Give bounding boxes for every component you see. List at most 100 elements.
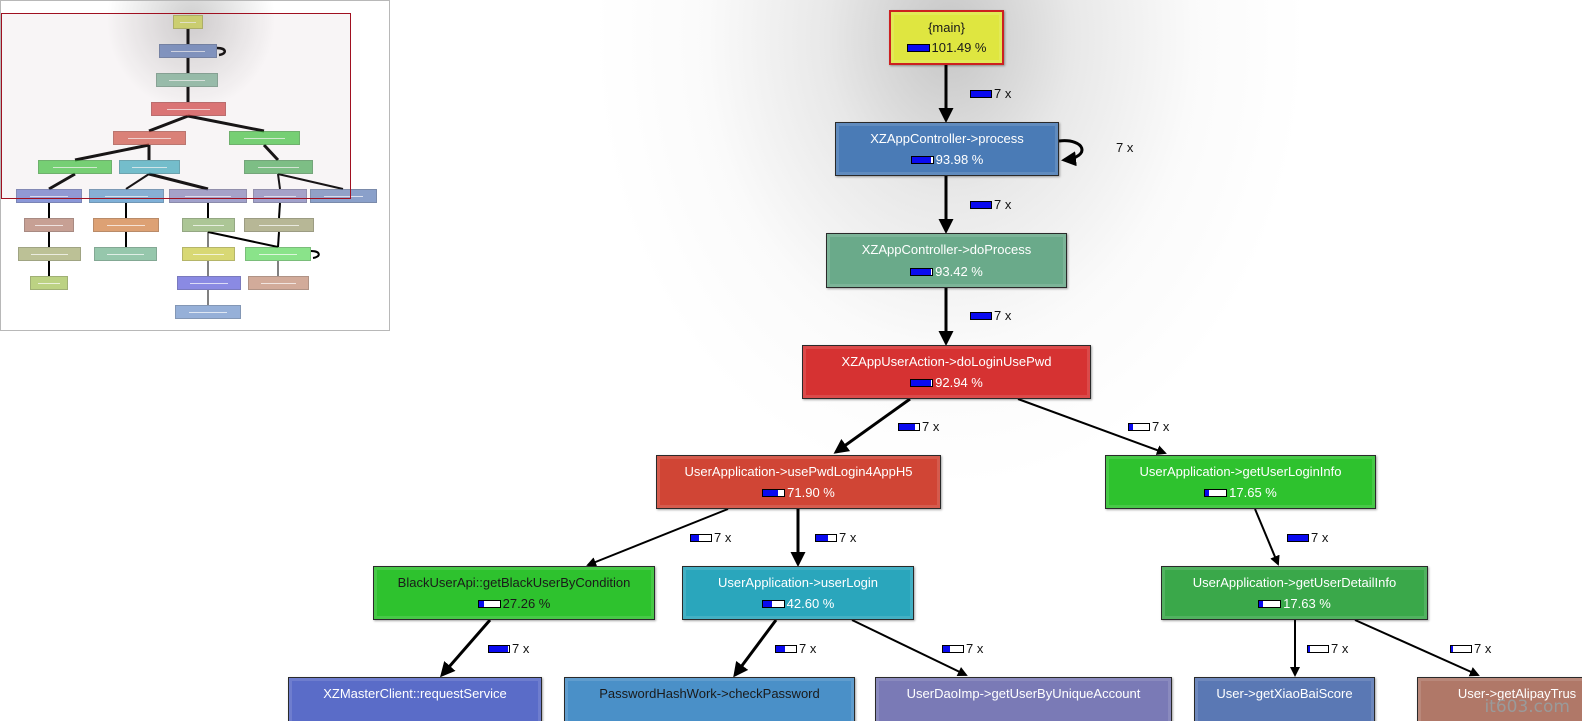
minimap-edge [148,114,189,133]
time-bar-fill [478,600,485,607]
edge-call-count[interactable]: 7 x [775,640,816,656]
edge-call-count[interactable]: 7 x [970,307,1011,323]
node-label: XZMasterClient::requestService [323,686,507,701]
node-label: XZAppController->doProcess [861,242,1032,257]
call-edge-check-password[interactable] [733,619,778,678]
time-bar-fill [911,156,932,163]
self-call-edge[interactable] [1058,139,1084,167]
minimap-node [159,44,217,58]
node-percent: 17.63 % [1283,596,1331,611]
minimap-node [248,276,309,290]
edge-count-text: 7 x [512,641,530,657]
call-edge-use-pwd-login4-app-h5[interactable] [833,397,911,454]
edge-time-bar [488,644,510,653]
edge-count-text: 7 x [922,419,940,435]
edge-time-bar [1128,422,1150,431]
edge-call-count[interactable]: 7 x [1287,529,1328,545]
edge-time-bar-fill [971,312,991,319]
call-edge-request-service[interactable] [440,619,492,678]
edge-call-count[interactable]: 7 x [1307,640,1348,656]
node-label: UserApplication->userLogin [717,575,879,590]
edge-count-text: 7 x [839,530,857,546]
time-bar-fill [1259,600,1263,607]
call-edge-get-alipay-trust[interactable] [1354,619,1480,677]
edge-call-count[interactable]: 7 x [815,529,856,545]
graph-node-request-service[interactable]: XZMasterClient::requestService [288,677,542,721]
edge-call-count[interactable]: 7 x [970,85,1011,101]
edge-call-count[interactable]: 7 x [488,640,529,656]
edge-call-count[interactable]: 7 x [1450,640,1491,656]
edge-count-text: 7 x [966,641,984,657]
edge-count-text: 7 x [994,308,1012,324]
time-bar [1204,488,1228,497]
minimap-node [169,189,247,203]
minimap-edge [148,172,209,191]
minimap-edge [277,173,344,190]
graph-node-user-login[interactable]: UserApplication->userLogin 42.60 % [682,566,914,620]
time-bar [910,378,934,387]
graph-node-main[interactable]: {main}101.49 % [889,10,1004,65]
edge-call-count[interactable]: 7 x [898,418,939,434]
minimap-edge [125,173,150,190]
minimap-edges [48,29,344,305]
edge-count-text: 7 x [1474,641,1492,657]
edge-count-text: 7 x [994,197,1012,213]
minimap-node [38,160,112,174]
time-bar-fill [762,600,772,607]
time-bar [910,155,934,164]
minimap-node [151,102,226,116]
minimap-node [244,218,314,232]
edge-count-text: 7 x [799,641,817,657]
edge-call-count[interactable]: 7 x [942,640,983,656]
node-label: XZAppUserAction->doLoginUsePwd [841,354,1052,369]
graph-node-do-login-use-pwd[interactable]: XZAppUserAction->doLoginUsePwd 92.94 % [802,345,1091,399]
graph-node-get-xiao-bai-score[interactable]: User->getXiaoBaiScore [1194,677,1375,721]
minimap-viewport-rect[interactable] [1,13,351,199]
edge-time-bar-fill [1129,423,1133,430]
edge-time-bar [775,644,797,653]
edge-time-bar [1450,644,1472,653]
node-percent: 71.90 % [787,485,835,500]
minimap-node [245,247,311,261]
graph-node-get-user-by-unique-account[interactable]: UserDaoImp->getUserByUniqueAccount [875,677,1172,721]
minimap-node [244,160,313,174]
edge-time-bar-fill [1288,534,1308,541]
call-edge-get-user-by-unique-account[interactable] [851,619,968,677]
edge-count-text: 7 x [1311,530,1329,546]
node-inclusive-time: 27.26 % [374,595,654,611]
call-edge-get-user-login-info[interactable] [1017,398,1167,455]
edge-time-bar-fill [1308,645,1310,652]
edge-time-bar-fill [943,645,950,652]
edge-call-count[interactable]: 7 x [1128,418,1169,434]
edge-time-bar-fill [971,201,991,208]
call-edge-get-black-user-by-condition[interactable] [586,508,729,567]
graph-node-get-alipay-trust[interactable]: User->getAlipayTrus [1417,677,1582,721]
node-percent: 92.94 % [935,375,983,390]
node-label: BlackUserApi::getBlackUserByCondition [397,575,631,590]
minimap-node [229,131,300,145]
edge-call-count[interactable]: 7 x [690,529,731,545]
edge-call-count[interactable]: 7 x [970,196,1011,212]
edge-time-bar [898,422,920,431]
node-inclusive-time: 42.60 % [683,595,913,611]
minimap-node [182,247,235,261]
node-percent: 93.98 % [935,152,984,167]
edge-count-text: 7 x [994,86,1012,102]
call-edge-get-user-detail-info[interactable] [1254,508,1280,566]
minimap-node [156,73,218,87]
edge-time-bar [1287,533,1309,542]
time-bar-fill [911,379,931,386]
overview-minimap[interactable] [0,0,390,331]
edge-time-bar [1307,644,1329,653]
edge-count-text: 7 x [1331,641,1349,657]
node-label: User->getAlipayTrus [1457,686,1577,701]
minimap-edge [48,172,76,191]
graph-node-check-password[interactable]: PasswordHashWork->checkPassword [564,677,855,721]
